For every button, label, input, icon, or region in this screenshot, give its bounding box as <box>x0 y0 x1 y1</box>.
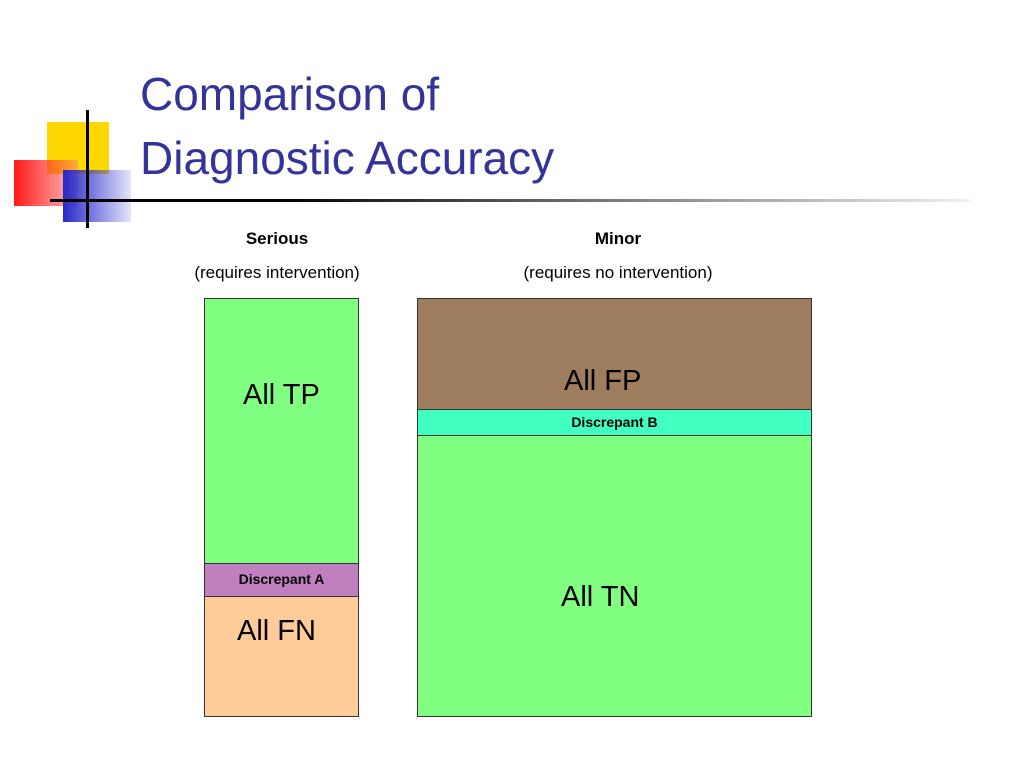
serious-heading: Serious <box>245 229 309 248</box>
minor-subheading: (requires no intervention) <box>523 263 713 282</box>
title-line-1: Comparison of <box>140 68 440 120</box>
title-underline <box>50 199 970 202</box>
all-tn-segment: All TN <box>418 436 811 716</box>
all-fp-label: All FP <box>564 365 642 397</box>
discrepant-a-label: Discrepant A <box>238 571 325 587</box>
serious-column-heading: Serious (requires intervention) <box>157 228 397 284</box>
discrepant-b-label: Discrepant B <box>571 414 658 430</box>
all-fn-segment: All FN <box>205 597 358 716</box>
blue-square-shape <box>63 170 131 222</box>
discrepant-a-segment: Discrepant A <box>205 564 358 597</box>
serious-box: All TP Discrepant A All FN <box>204 298 359 717</box>
discrepant-b-segment: Discrepant B <box>418 410 811 436</box>
serious-subheading: (requires intervention) <box>194 263 360 282</box>
slide-title: Comparison of Diagnostic Accuracy <box>140 62 554 190</box>
all-fp-segment: All FP <box>418 299 811 410</box>
vertical-rule <box>86 110 89 228</box>
all-tn-label: All TN <box>561 581 640 613</box>
all-tp-label: All TP <box>243 379 320 411</box>
minor-box: All FP Discrepant B All TN <box>417 298 812 717</box>
all-tp-segment: All TP <box>205 299 358 564</box>
title-line-2: Diagnostic Accuracy <box>140 132 555 184</box>
minor-heading: Minor <box>594 229 642 248</box>
decorative-logo-icon <box>0 0 160 240</box>
minor-column-heading: Minor (requires no intervention) <box>478 228 758 284</box>
all-fn-label: All FN <box>237 615 316 647</box>
